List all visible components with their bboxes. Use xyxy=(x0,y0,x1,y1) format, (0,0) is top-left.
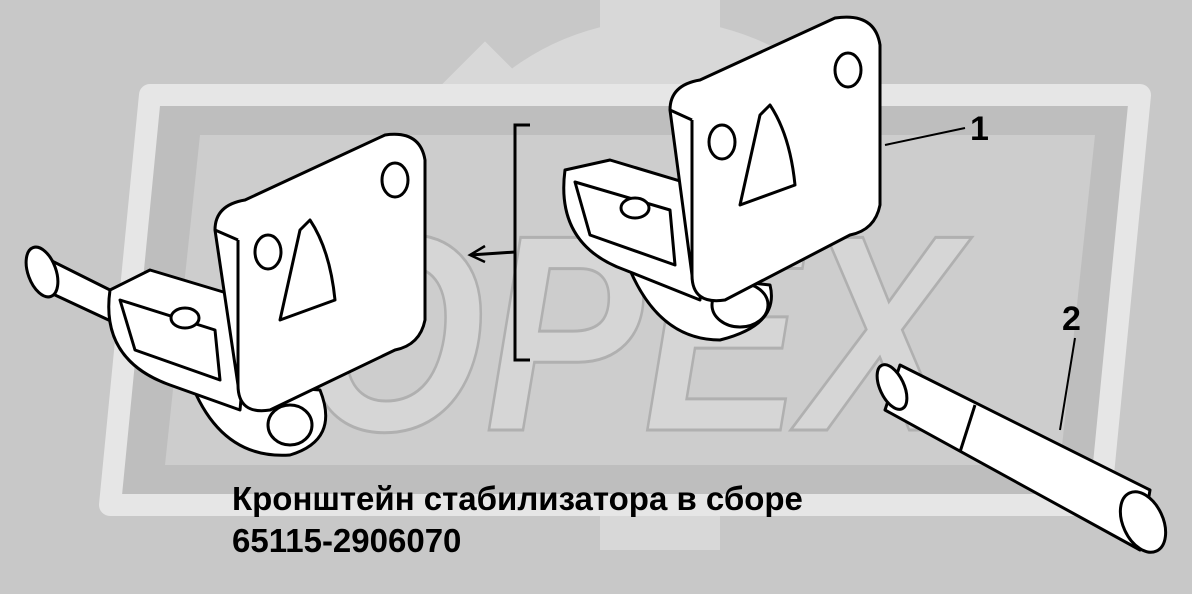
caption: Кронштейн стабилизатора в сборе 65115-29… xyxy=(232,478,803,562)
bracket-icon xyxy=(562,15,882,342)
assembly-arrow-icon xyxy=(467,123,530,362)
pin-icon xyxy=(875,363,1168,554)
caption-part-number: 65115-2906070 xyxy=(232,522,462,559)
caption-title: Кронштейн стабилизатора в сборе xyxy=(232,480,803,517)
callout-1: 1 xyxy=(970,110,989,148)
bracket-assembly-icon xyxy=(24,132,427,457)
callout-2: 2 xyxy=(1062,300,1081,338)
leader-lines xyxy=(884,127,1076,431)
